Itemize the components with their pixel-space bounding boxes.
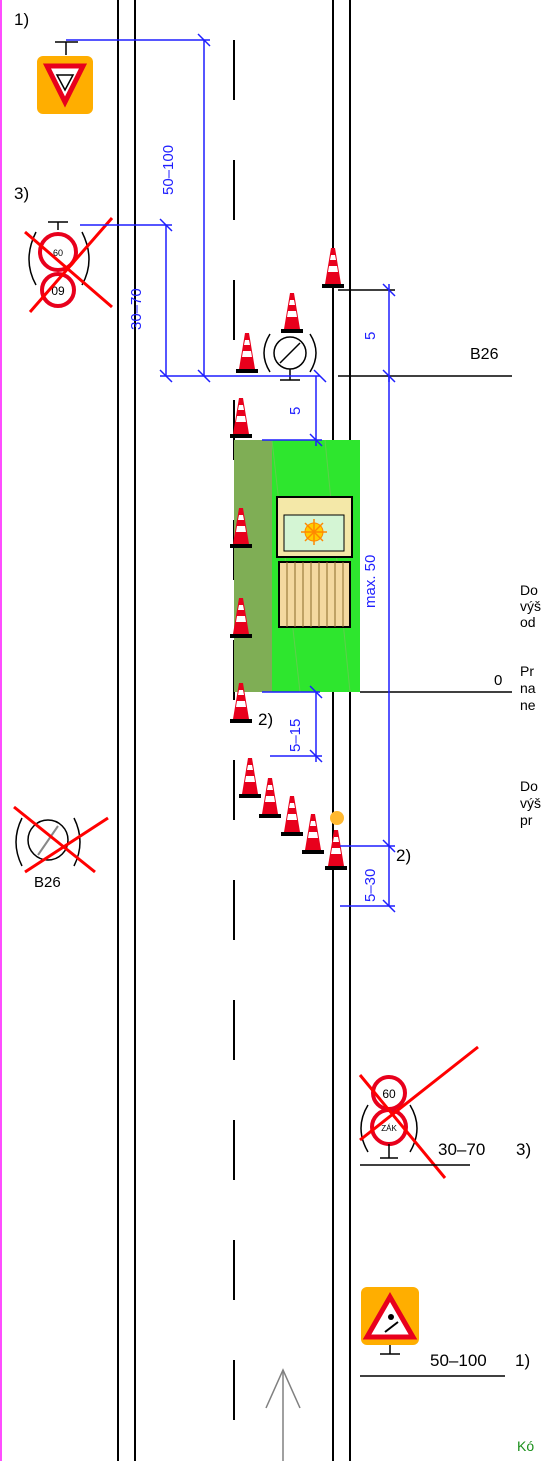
dim-zero: 0 [494, 672, 503, 689]
dim-30-70-bottom: 30–70 [438, 1140, 486, 1159]
b26-sign-road [263, 333, 317, 381]
shoulder-zone [234, 440, 272, 692]
crossed-b26-left [13, 805, 109, 874]
dim-30-70-top: 30–70 [128, 288, 145, 330]
svg-text:ZÁK: ZÁK [381, 1124, 397, 1133]
dim-50-100-bottom: 50–100 [430, 1351, 487, 1370]
work-vehicle [276, 496, 353, 628]
roadwork-sign-bottom [361, 1287, 419, 1355]
note-3-top: 3) [14, 184, 30, 203]
crossed-signs-bottom: 60 ZÁK [358, 1045, 479, 1179]
svg-text:09: 09 [51, 284, 65, 298]
direction-arrow [265, 1368, 301, 1461]
reference-lines [338, 289, 512, 1377]
side-text-1: Do [520, 582, 538, 598]
note-2-b: 2) [396, 846, 412, 865]
svg-text:60: 60 [382, 1087, 396, 1101]
side-text-3: od [520, 614, 536, 630]
dimension-lines [66, 33, 396, 913]
dim-5-right-top: 5 [362, 331, 379, 340]
yield-sign-top [37, 41, 93, 114]
road-edges [117, 0, 351, 1461]
side-text-8: výš [520, 795, 541, 811]
side-text-2: výš [520, 598, 541, 614]
note-2-a: 2) [258, 710, 274, 729]
dim-50-100-top: 50–100 [160, 144, 177, 195]
sign-label-b26-left: B26 [34, 874, 61, 891]
note-1-bottom: 1) [515, 1351, 531, 1370]
warning-light [330, 811, 344, 825]
side-text-7: Do [520, 778, 538, 794]
dim-5-15: 5–15 [287, 718, 304, 752]
dim-5-30: 5–30 [362, 868, 379, 902]
dim-max-50: max. 50 [362, 554, 379, 608]
crossed-signs-top: 60 09 [24, 217, 114, 313]
side-text-6: ne [520, 697, 536, 713]
note-1-top: 1) [14, 10, 30, 29]
note-3-bottom: 3) [516, 1140, 532, 1159]
footer-code: Kó [517, 1438, 535, 1454]
side-text-5: na [520, 680, 536, 696]
dim-5-center: 5 [287, 406, 304, 415]
sign-label-b26-right: B26 [470, 346, 499, 363]
side-text-4: Pr [520, 663, 534, 679]
svg-text:60: 60 [53, 248, 63, 258]
side-text-9: pr [520, 812, 533, 828]
